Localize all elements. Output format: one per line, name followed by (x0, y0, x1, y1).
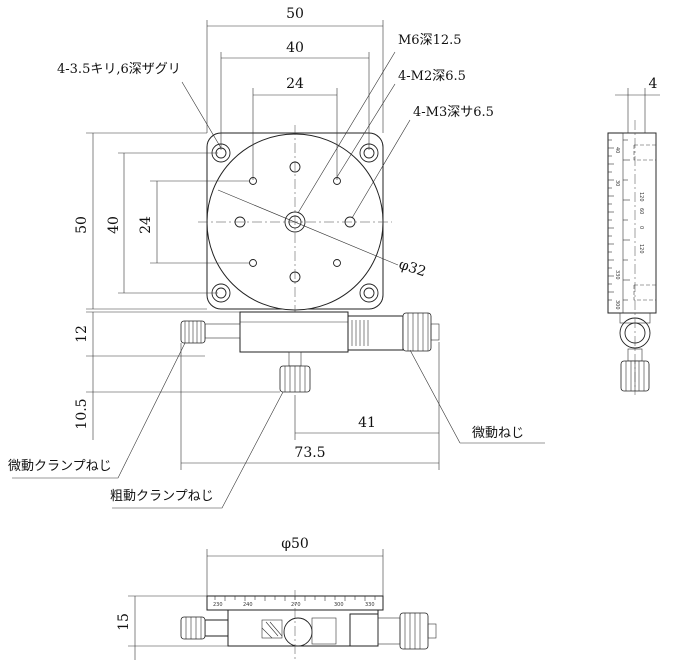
dim-left-24: 24 (138, 216, 154, 234)
dim-top-24: 24 (286, 76, 304, 92)
dim-10-5: 10.5 (74, 398, 90, 429)
fine-adjust-knob[interactable] (402, 312, 432, 352)
callout-m6: M6深12.5 (398, 33, 462, 48)
svg-text:0: 0 (638, 226, 644, 229)
svg-text:330: 330 (365, 602, 375, 608)
bottom-view: 230 240 270 300 330 φ50 15 (116, 536, 437, 660)
svg-text:300: 300 (334, 602, 344, 608)
label-fine-clamp-screw: 微動クランプねじ (8, 459, 112, 474)
label-coarse-clamp-screw: 粗動クランプねじ (110, 489, 214, 504)
svg-text:120: 120 (638, 192, 644, 202)
dim-left-50: 50 (74, 216, 90, 234)
dim-41: 41 (358, 415, 376, 431)
dim-12: 12 (74, 325, 90, 343)
top-view: 50 40 24 50 40 24 φ32 4-3.5キリ,6深ザグリ (57, 6, 494, 318)
dim-top-50: 50 (286, 6, 304, 22)
dim-left-40: 40 (106, 216, 122, 234)
dim-bottom-diameter-50: φ50 (281, 536, 309, 552)
svg-text:270: 270 (291, 602, 301, 608)
side-view: 40 30 0 120 60 120 330 300 4 (607, 76, 660, 395)
svg-text:330: 330 (614, 270, 620, 280)
svg-text:30: 30 (614, 180, 620, 186)
label-fine-adjust-screw: 微動ねじ (472, 426, 524, 441)
svg-text:40: 40 (614, 147, 620, 153)
dim-73-5: 73.5 (294, 445, 325, 461)
svg-text:240: 240 (243, 602, 253, 608)
dim-diameter-32: φ32 (397, 257, 428, 281)
svg-text:230: 230 (213, 602, 223, 608)
callout-m3: 4-M3深サ6.5 (413, 105, 494, 120)
dim-side-4: 4 (649, 76, 658, 92)
dim-bottom-15: 15 (116, 613, 132, 631)
dim-top-40: 40 (286, 40, 304, 56)
callout-counterbore: 4-3.5キリ,6深ザグリ (57, 62, 181, 77)
svg-text:120: 120 (638, 244, 644, 254)
svg-text:60: 60 (638, 208, 644, 214)
front-mechanism: 12 10.5 41 73.5 微動クランプねじ 粗動クランプねじ 微動ねじ (8, 311, 545, 509)
callout-m2: 4-M2深6.5 (398, 69, 466, 84)
svg-text:300: 300 (614, 300, 620, 310)
